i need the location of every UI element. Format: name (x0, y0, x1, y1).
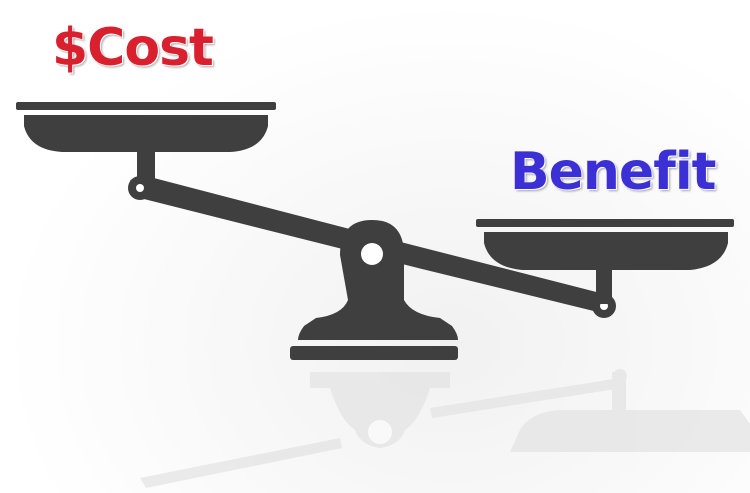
scale-reflection (140, 369, 750, 488)
cost-label: $Cost (52, 18, 214, 78)
cost-pan (16, 102, 276, 186)
scale-pillar (290, 220, 458, 360)
benefit-label: Benefit (510, 142, 716, 202)
benefit-pan (476, 219, 734, 304)
